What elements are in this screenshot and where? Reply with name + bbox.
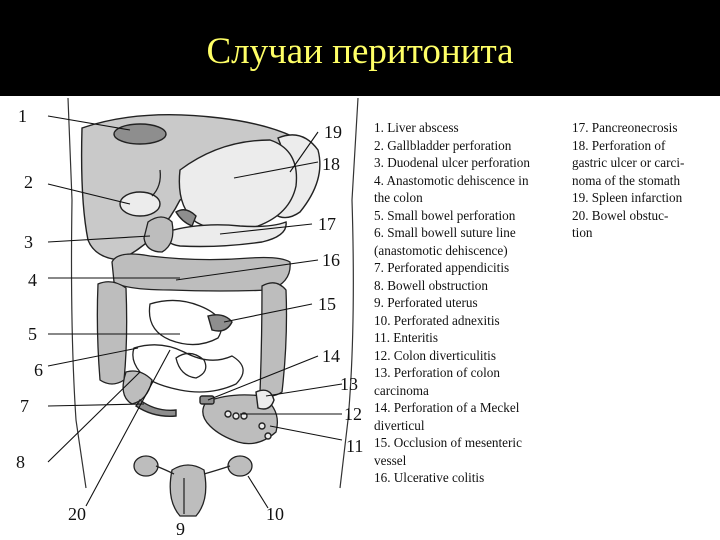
legend-line: carcinoma bbox=[374, 383, 429, 398]
ovary-left bbox=[133, 455, 159, 477]
legend-line: 17. Pancreonecrosis bbox=[572, 120, 677, 135]
gallbladder bbox=[119, 191, 161, 217]
number-label: 19 bbox=[324, 122, 342, 142]
number-label: 1 bbox=[18, 106, 27, 126]
slide-title: Случаи перитонита bbox=[206, 31, 514, 72]
ovary-right bbox=[227, 455, 253, 477]
uterus bbox=[169, 464, 207, 517]
legend-line: 2. Gallbladder perforation bbox=[374, 138, 512, 153]
legend-line: 18. Perforation of bbox=[572, 138, 666, 153]
meckel-diverticulum bbox=[199, 395, 215, 405]
number-label: 10 bbox=[266, 504, 284, 524]
legend-line: 3. Duodenal ulcer perforation bbox=[374, 155, 530, 170]
ascending-colon bbox=[96, 281, 128, 385]
legend-column-2: 17. Pancreonecrosis 18. Perforation of g… bbox=[572, 120, 684, 240]
legend-line: diverticul bbox=[374, 418, 425, 433]
number-label: 13 bbox=[340, 374, 358, 394]
legend-line: gastric ulcer or carci- bbox=[572, 155, 684, 170]
number-label: 7 bbox=[20, 396, 29, 416]
number-label: 15 bbox=[318, 294, 336, 314]
cecum bbox=[122, 370, 153, 405]
fallopian-tubes bbox=[155, 465, 231, 475]
pancreas bbox=[165, 221, 287, 248]
number-label: 2 bbox=[24, 172, 33, 192]
number-label: 3 bbox=[24, 232, 33, 252]
legend-line: 1. Liver abscess bbox=[374, 120, 459, 135]
legend-column-1: 1. Liver abscess 2. Gallbladder perforat… bbox=[374, 120, 530, 485]
legend-line: 19. Spleen infarction bbox=[572, 190, 683, 205]
number-label: 6 bbox=[34, 360, 43, 380]
title-bar: Случаи перитонита bbox=[0, 0, 720, 96]
legend-line: 10. Perforated adnexitis bbox=[374, 313, 500, 328]
leader-lines bbox=[47, 115, 343, 514]
legend-line: 15. Occlusion of mesenteric bbox=[374, 435, 522, 450]
number-label: 14 bbox=[322, 346, 340, 366]
legend-line: noma of the stomath bbox=[572, 173, 680, 188]
legend-line: tion bbox=[572, 225, 593, 240]
legend-line: 5. Small bowel perforation bbox=[374, 208, 516, 223]
legend-line: 4. Anastomotic dehiscence in bbox=[374, 173, 529, 188]
number-label: 16 bbox=[322, 250, 340, 270]
number-labels: 1 2 3 4 5 6 7 8 20 9 10 11 12 13 14 15 1… bbox=[16, 106, 363, 539]
legend-line: 7. Perforated appendicitis bbox=[374, 260, 509, 275]
number-label: 9 bbox=[176, 519, 185, 539]
legend-line: 20. Bowel obstuc- bbox=[572, 208, 668, 223]
mesenteric-vessel bbox=[207, 314, 233, 332]
stomach bbox=[178, 139, 298, 231]
legend-line: 11. Enteritis bbox=[374, 330, 438, 345]
duodenum bbox=[143, 216, 174, 253]
legend-line: 16. Ulcerative colitis bbox=[374, 470, 484, 485]
descending-colon bbox=[259, 282, 288, 397]
legend-line: 8. Bowell obstruction bbox=[374, 278, 488, 293]
legend-line: the colon bbox=[374, 190, 423, 205]
number-label: 20 bbox=[68, 504, 86, 524]
peritonitis-diagram: 1 2 3 4 5 6 7 8 20 9 10 11 12 13 14 15 1… bbox=[16, 97, 684, 539]
legend-line: 13. Perforation of colon bbox=[374, 365, 500, 380]
appendix bbox=[135, 398, 177, 417]
legend-line: (anastomotic dehiscence) bbox=[374, 243, 508, 258]
legend-line: 6. Small bowell suture line bbox=[374, 225, 516, 240]
transverse-colon bbox=[111, 253, 291, 292]
number-label: 11 bbox=[346, 436, 363, 456]
liver-abscess bbox=[113, 123, 167, 145]
bile-duct bbox=[151, 169, 161, 197]
legend-line: 12. Colon diverticulitis bbox=[374, 348, 496, 363]
number-label: 12 bbox=[344, 404, 362, 424]
number-label: 18 bbox=[322, 154, 340, 174]
gastric-ulcer bbox=[175, 209, 197, 227]
number-label: 17 bbox=[318, 214, 336, 234]
number-label: 5 bbox=[28, 324, 37, 344]
number-label: 4 bbox=[28, 270, 37, 290]
legend-line: 14. Perforation of a Meckel bbox=[374, 400, 520, 415]
legend-line: vessel bbox=[374, 453, 407, 468]
legend-line: 9. Perforated uterus bbox=[374, 295, 478, 310]
number-label: 8 bbox=[16, 452, 25, 472]
